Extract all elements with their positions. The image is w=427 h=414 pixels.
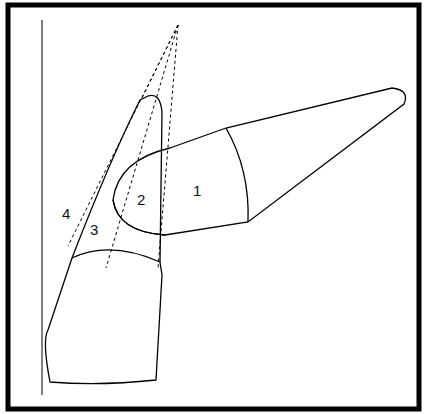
callout-number: 3 xyxy=(90,222,98,237)
frame xyxy=(8,5,419,409)
lingual-tooth xyxy=(113,88,406,235)
callout-number: 4 xyxy=(62,206,70,221)
cej-line xyxy=(226,128,248,222)
reference-line xyxy=(42,20,43,395)
callout-number: 1 xyxy=(193,183,201,198)
incisor-tooth xyxy=(45,95,162,383)
cej-line xyxy=(72,250,160,262)
axis-lines xyxy=(68,25,178,268)
callout-number: 2 xyxy=(137,192,145,207)
